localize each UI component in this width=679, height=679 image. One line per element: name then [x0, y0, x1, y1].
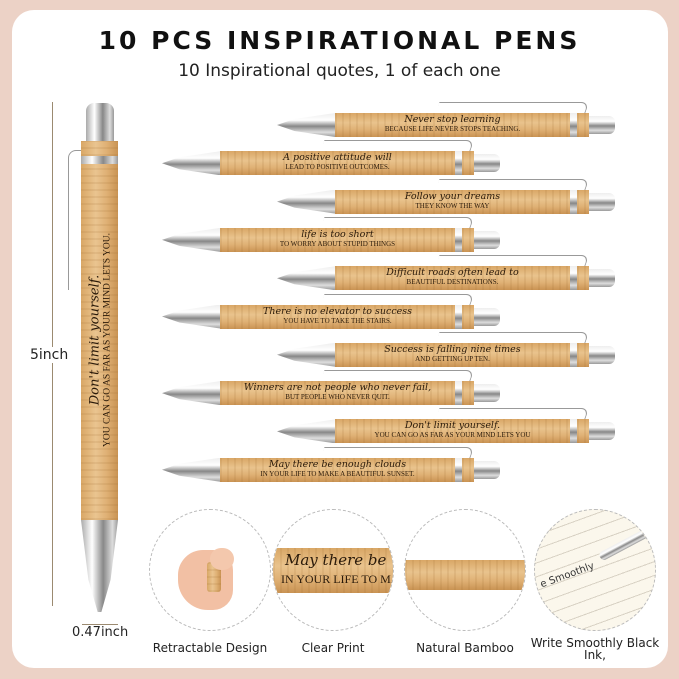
- quote-caps: YOU CAN GO AS FAR AS YOUR MIND LETS YOU.: [102, 233, 113, 447]
- pen-ring: [462, 457, 474, 482]
- pen-clip: [68, 150, 82, 290]
- pen-barrel: [335, 266, 570, 291]
- pen-barrel: [335, 189, 570, 214]
- quote-script: A positive attitude will: [283, 152, 392, 164]
- pen-ring: [577, 189, 589, 214]
- pen-barrel: [220, 457, 455, 482]
- quote-script: Success is falling nine times: [384, 343, 521, 355]
- pen-ring: [81, 141, 118, 156]
- pen-cap: [589, 192, 615, 211]
- pen-barrel: [220, 227, 455, 252]
- pen-barrel: [220, 381, 455, 406]
- pen-barrel: [335, 342, 570, 367]
- quote-caps: THEY KNOW THE WAY: [415, 201, 490, 210]
- pen-cap: [589, 269, 615, 288]
- pen-band: [455, 457, 462, 482]
- pen-barrel: [220, 304, 455, 329]
- pen-band: [455, 151, 462, 176]
- pen-ring: [577, 342, 589, 367]
- bamboo-closeup: [405, 560, 525, 590]
- pen-barrel: [335, 113, 570, 137]
- quote-caps: BUT PEOPLE WHO NEVER QUIT.: [285, 393, 390, 402]
- pen-cap: [474, 384, 500, 403]
- pen-closeup: May there be IN YOUR LIFE TO MAK: [273, 548, 393, 593]
- pen-cap: [474, 154, 500, 173]
- feature-label-retractable: Retractable Design: [152, 641, 268, 655]
- pen-ring: [462, 227, 474, 252]
- quote-script: Winners are not people who never fail,: [243, 382, 432, 394]
- feature-label-bamboo: Natural Bamboo: [416, 641, 514, 655]
- width-dimension-line: [82, 624, 118, 625]
- feature-label-writing: Write Smoothly Black Ink,: [530, 636, 660, 662]
- pen-band: [455, 227, 462, 252]
- featured-quote: Don't limit yourself. YOU CAN GO AS FAR …: [88, 175, 113, 505]
- pen-cap: [86, 103, 114, 141]
- pen-barrel: [335, 419, 570, 444]
- quote-caps: BECAUSE LIFE NEVER STOPS TEACHING.: [384, 125, 521, 133]
- pen-band: [570, 419, 577, 444]
- quote-script: Follow your dreams: [404, 190, 501, 202]
- quote-script: Don't limit yourself.: [87, 274, 103, 406]
- feature-retractable-image: [149, 509, 271, 631]
- width-label: 0.47inch: [72, 625, 129, 640]
- pen-cap: [589, 116, 615, 134]
- pen-band: [455, 381, 462, 406]
- pen-ring: [462, 151, 474, 176]
- pen-cap: [589, 345, 615, 364]
- quote-script: Don't limit yourself.: [404, 420, 501, 432]
- pen-barrel: [81, 164, 118, 520]
- quote-caps: AND GETTING UP TEN.: [415, 354, 490, 363]
- page-title: 10 PCS INSPIRATIONAL PENS: [98, 26, 581, 55]
- feature-bamboo-image: [404, 509, 526, 631]
- handwriting-sample: e Smoothly: [538, 560, 596, 591]
- feature-label-print: Clear Print: [301, 641, 365, 655]
- quote-caps: TO WORRY ABOUT STUPID THINGS: [279, 239, 396, 248]
- pen-ring: [462, 304, 474, 329]
- pen-band: [570, 266, 577, 291]
- pen-ring: [577, 419, 589, 444]
- pen-band: [570, 113, 577, 137]
- pen-band: [570, 189, 577, 214]
- quote-caps: YOU HAVE TO TAKE THE STAIRS.: [283, 316, 392, 325]
- closeup-caps: IN YOUR LIFE TO MAK: [281, 572, 393, 586]
- quote-caps: BEAUTIFUL DESTINATIONS.: [406, 278, 499, 287]
- pen-band: [81, 156, 118, 164]
- closeup-script: May there be: [285, 551, 387, 569]
- pen-cap: [474, 307, 500, 326]
- thumb-shape: [210, 548, 234, 570]
- pen-cap: [474, 230, 500, 249]
- quote-script: There is no elevator to success: [262, 305, 413, 317]
- quote-script: Never stop learning: [404, 114, 501, 125]
- feature-writing-image: e Smoothly: [534, 509, 656, 631]
- length-label: 5inch: [30, 347, 69, 363]
- pen-band: [570, 342, 577, 367]
- pen-cap: [474, 460, 500, 479]
- quote-script: life is too short: [301, 228, 374, 240]
- quote-caps: LEAD TO POSITIVE OUTCOMES.: [285, 163, 390, 172]
- pen-ring: [577, 113, 589, 137]
- pen-barrel: [220, 151, 455, 176]
- quote-script: Difficult roads often lead to: [386, 267, 519, 279]
- quote-caps: YOU CAN GO AS FAR AS YOUR MIND LETS YOU: [374, 431, 531, 440]
- page-subtitle: 10 Inspirational quotes, 1 of each one: [178, 61, 501, 81]
- writing-pen: [598, 527, 651, 562]
- pen-cap: [589, 422, 615, 441]
- pen-ring: [577, 266, 589, 291]
- feature-print-image: May there be IN YOUR LIFE TO MAK: [272, 509, 394, 631]
- pen-ring: [462, 381, 474, 406]
- quote-script: May there be enough clouds: [268, 458, 407, 470]
- pen-band: [455, 304, 462, 329]
- quote-caps: IN YOUR LIFE TO MAKE A BEAUTIFUL SUNSET.: [260, 469, 415, 478]
